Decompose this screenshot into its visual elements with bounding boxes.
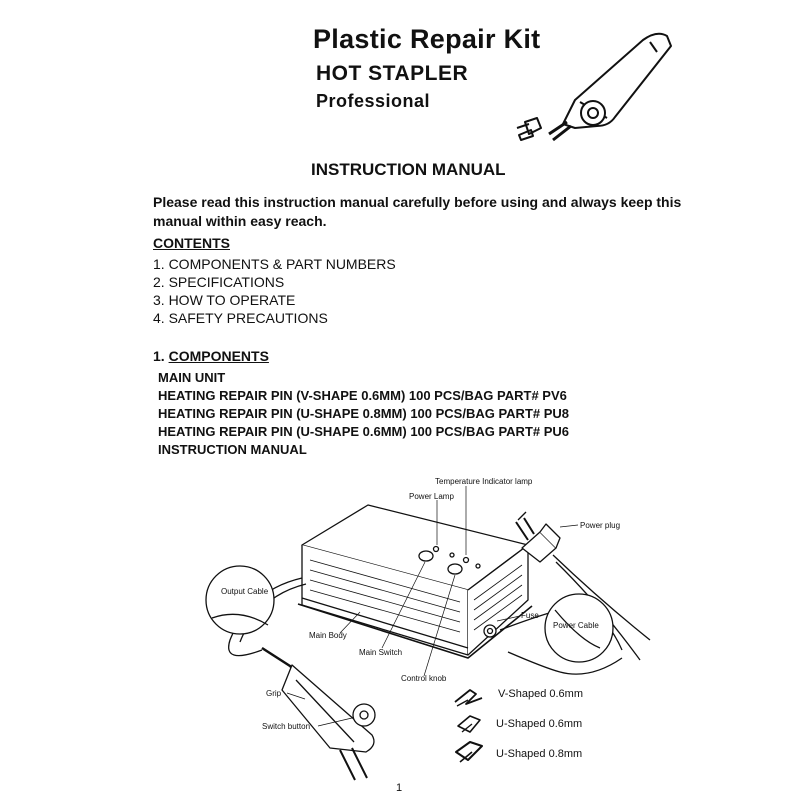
label-temperature-lamp: Temperature Indicator lamp: [435, 477, 533, 486]
main-switch-knob: [418, 550, 434, 562]
component-item: HEATING REPAIR PIN (U-SHAPE 0.8MM) 100 P…: [158, 406, 570, 421]
power-cable-callout: [544, 593, 614, 663]
contents-item: 2. SPECIFICATIONS: [153, 274, 285, 290]
section-number: 1.: [153, 348, 165, 364]
fuse: [483, 624, 497, 638]
contents-heading: CONTENTS: [153, 235, 230, 251]
product-tagline: Professional: [316, 91, 431, 111]
label-main-body: Main Body: [309, 631, 347, 640]
power-plug: [515, 511, 561, 563]
power-lamp: [432, 545, 440, 553]
pin-label-u-08: U-Shaped 0.8mm: [496, 748, 582, 760]
section-title: COMPONENTS: [168, 348, 269, 364]
pin-label-u-06: U-Shaped 0.6mm: [496, 718, 582, 730]
temperature-lamp: [462, 556, 470, 564]
grip-handle: [261, 646, 376, 781]
page-title: Plastic Repair Kit: [313, 24, 541, 54]
contents-list: 1. COMPONENTS & PART NUMBERS 2. SPECIFIC…: [153, 255, 396, 327]
label-switch-button: Switch button: [262, 722, 310, 731]
contents-item: 4. SAFETY PRECAUTIONS: [153, 310, 328, 326]
contents-item: 1. COMPONENTS & PART NUMBERS: [153, 256, 396, 272]
pin-label-v-06: V-Shaped 0.6mm: [498, 688, 583, 700]
label-grip: Grip: [266, 689, 282, 698]
intro-text: Please read this instruction manual care…: [153, 194, 682, 229]
components-heading: 1. COMPONENTS: [153, 348, 269, 364]
output-cable-callout: [205, 565, 275, 635]
component-item: HEATING REPAIR PIN (V-SHAPE 0.6MM) 100 P…: [158, 388, 567, 403]
manual-heading: INSTRUCTION MANUAL: [311, 160, 506, 179]
component-item: INSTRUCTION MANUAL: [158, 442, 307, 457]
component-item: MAIN UNIT: [158, 370, 226, 385]
component-item: HEATING REPAIR PIN (U-SHAPE 0.6MM) 100 P…: [158, 424, 570, 439]
product-name: HOT STAPLER: [316, 62, 469, 85]
components-list: MAIN UNIT HEATING REPAIR PIN (V-SHAPE 0.…: [158, 369, 569, 459]
label-power-cable: Power Cable: [553, 621, 599, 630]
label-main-switch: Main Switch: [359, 648, 402, 657]
label-fuse: Fuse: [521, 611, 539, 620]
hot-stapler-illustration: [516, 32, 672, 142]
u-shaped-pin-06-icon: [457, 715, 481, 733]
u-shaped-pin-08-icon: [455, 741, 483, 763]
page-number: 1: [396, 782, 403, 794]
contents-item: 3. HOW TO OPERATE: [153, 292, 296, 308]
v-shaped-pin-icon: [454, 689, 483, 707]
label-output-cable: Output Cable: [221, 587, 269, 596]
label-control-knob: Control knob: [401, 674, 447, 683]
label-power-plug: Power plug: [580, 521, 620, 530]
control-knob: [447, 563, 463, 575]
label-power-lamp: Power Lamp: [409, 492, 454, 501]
